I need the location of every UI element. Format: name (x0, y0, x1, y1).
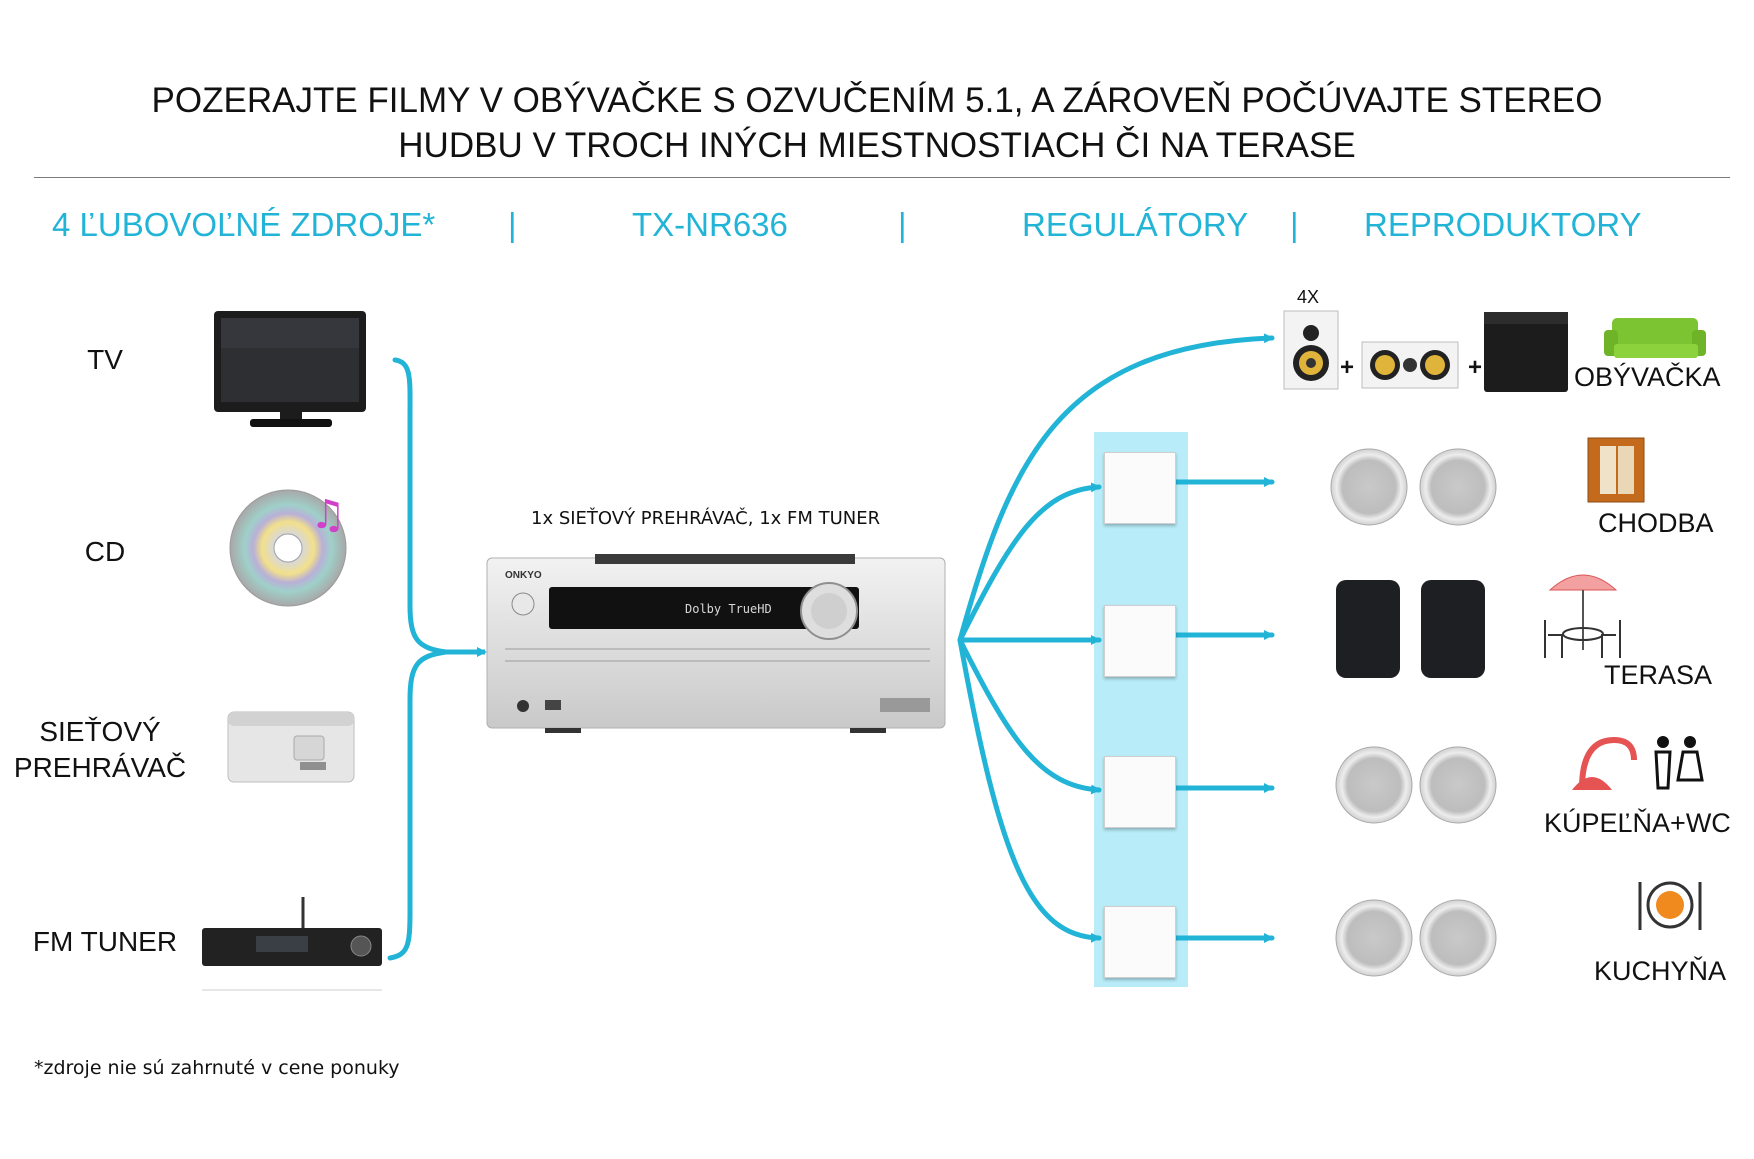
volume-controller-2 (1104, 605, 1176, 677)
header-separator-2: | (898, 206, 907, 243)
flow-to-controller-3 (957, 637, 1102, 795)
ceiling-speaker-pair-hallway (1330, 448, 1497, 526)
regulator-band (1094, 432, 1188, 987)
header-controllers: REGULÁTORY (1022, 206, 1249, 243)
footnote: *zdroje nie sú zahrnuté v cene ponuky (34, 1057, 400, 1079)
receiver-icon: Dolby TrueHD ONKYO (486, 554, 946, 733)
room-label-kitchen: KUCHYŇA (1594, 956, 1727, 986)
flow-to-controller-4 (957, 637, 1102, 943)
terrace-table-icon (1544, 574, 1621, 658)
sources-bracket (387, 357, 447, 961)
sofa-icon (1604, 318, 1706, 358)
speaker-count-label: 4X (1297, 287, 1320, 307)
svg-text:♫: ♫ (310, 492, 346, 538)
tv-icon (214, 311, 366, 427)
shower-wc-icon (1572, 736, 1704, 790)
cd-icon: ♫ (229, 489, 347, 607)
header-separator-3: | (1290, 206, 1299, 243)
network-player-icon (227, 711, 355, 783)
volume-controller-4 (1104, 906, 1176, 978)
wall-speaker-pair-terrace (1336, 580, 1485, 678)
source-label-tv: TV (87, 344, 123, 375)
plus-sign-1: + (1340, 354, 1355, 381)
receiver-brand: ONKYO (505, 570, 542, 581)
room-label-livingroom: OBÝVAČKA (1574, 362, 1721, 392)
title-divider (34, 177, 1730, 178)
room-label-bathroom: KÚPEĽŇA+WC (1544, 808, 1731, 838)
room-label-terrace: TERASA (1604, 660, 1713, 690)
flow-to-controller-1 (957, 482, 1102, 643)
header-sources: 4 ĽUBOVOĽNÉ ZDROJE* (52, 206, 436, 243)
source-label-fm-tuner: FM TUNER (32, 926, 178, 957)
source-label-network-line2: PREHRÁVAČ (13, 752, 187, 783)
source-label-cd: CD (84, 536, 126, 567)
front-speaker-icon (1283, 310, 1339, 390)
ceiling-speaker-pair-bathroom (1335, 746, 1497, 824)
wardrobe-icon (1587, 437, 1645, 503)
header-receiver: TX-NR636 (632, 206, 788, 243)
plate-cutlery-icon (1638, 881, 1702, 930)
subwoofer-icon (1484, 312, 1568, 392)
page-title-line1: POZERAJTE FILMY V OBÝVAČKE S OZVUČENÍM 5… (151, 81, 1603, 120)
volume-controller-1 (1104, 452, 1176, 524)
volume-controller-3 (1104, 756, 1176, 828)
ceiling-speaker-pair-kitchen (1335, 899, 1497, 977)
source-label-network-line1: SIEŤOVÝ (39, 716, 161, 747)
center-speaker-icon (1361, 341, 1459, 389)
fm-tuner-icon (202, 897, 382, 991)
receiver-caption: 1x SIEŤOVÝ PREHRÁVAČ, 1x FM TUNER (531, 508, 881, 529)
receiver-display: Dolby TrueHD (685, 602, 772, 616)
header-separator-1: | (508, 206, 517, 243)
flow-to-livingroom (957, 333, 1275, 643)
room-label-hallway: CHODBA (1598, 508, 1714, 538)
page-title-line2: HUDBU V TROCH INÝCH MIESTNOSTIACH ČI NA … (398, 126, 1356, 165)
plus-sign-2: + (1468, 354, 1483, 381)
header-speakers: REPRODUKTORY (1364, 206, 1642, 243)
